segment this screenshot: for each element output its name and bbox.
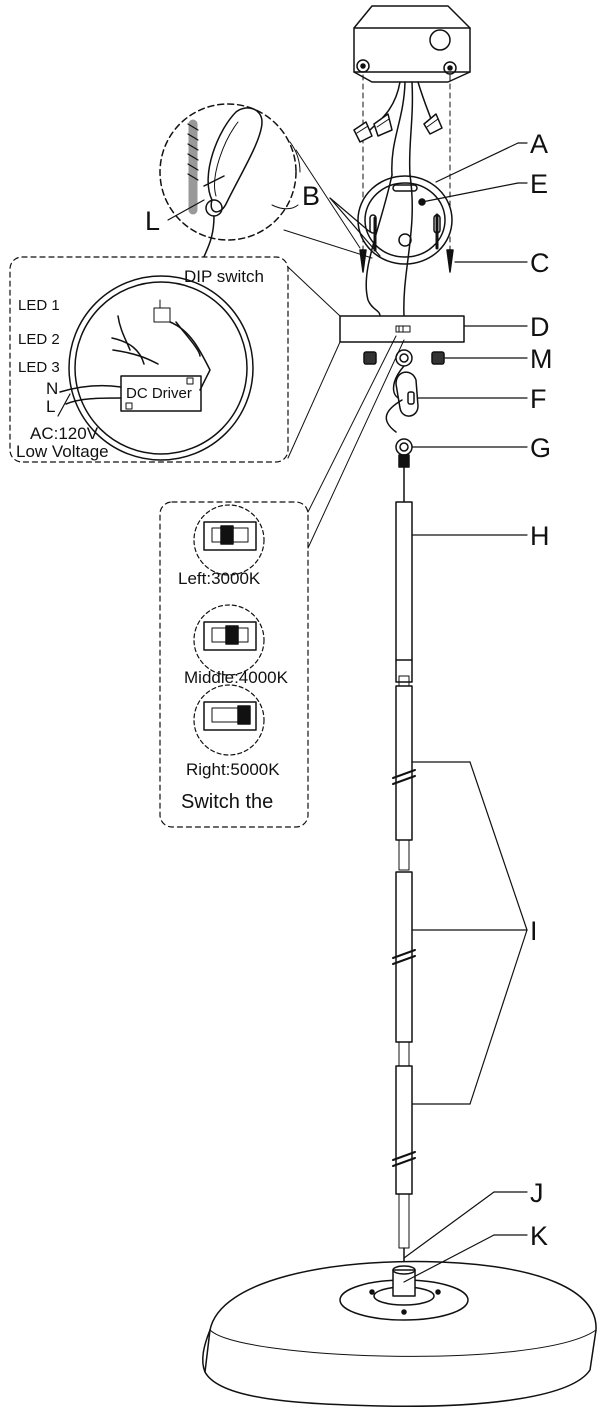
label-m: M [530, 344, 553, 374]
down-wire [365, 174, 393, 317]
switch-left-diagram [193, 504, 265, 576]
switch-inset [159, 335, 405, 828]
label-h: H [530, 521, 550, 551]
right-5000k-label: Right:5000K [186, 760, 280, 779]
label-k: K [530, 1221, 548, 1251]
leader-lines [167, 142, 528, 1283]
switch-caption: Switch the [181, 791, 273, 813]
label-d: D [530, 312, 550, 342]
label-i: I [530, 916, 538, 946]
junction-box [353, 5, 471, 251]
led1-label: LED 1 [18, 297, 60, 314]
wiring-inset [9, 256, 341, 463]
middle-4000k-label: Middle:4000K [184, 668, 289, 687]
canopy-d [339, 315, 465, 343]
carabiner-detail-circle [159, 103, 373, 263]
loop-hardware [385, 349, 419, 468]
ac-120v-label: AC:120V [30, 424, 99, 443]
led2-label: LED 2 [18, 331, 60, 348]
l-wire-label: L [46, 397, 55, 416]
dc-driver-label: DC Driver [126, 385, 192, 402]
base [202, 1260, 597, 1408]
led3-label: LED 3 [18, 359, 60, 376]
canopy-plate [357, 175, 454, 273]
label-c: C [530, 248, 550, 278]
wire-nuts [353, 113, 443, 143]
label-j: J [530, 1178, 544, 1208]
switch-middle-diagram [193, 604, 265, 676]
label-f: F [530, 384, 547, 414]
n-label: N [46, 379, 58, 398]
left-3000k-label: Left:3000K [178, 569, 261, 588]
label-a: A [530, 129, 548, 159]
dip-switch-label: DIP switch [184, 267, 264, 286]
label-e: E [530, 169, 548, 199]
low-voltage-label: Low Voltage [16, 442, 109, 461]
switch-right-diagram [193, 684, 265, 756]
rod-assembly [392, 466, 416, 1291]
label-l: L [145, 206, 160, 236]
label-b: B [302, 181, 320, 211]
label-g: G [530, 433, 551, 463]
